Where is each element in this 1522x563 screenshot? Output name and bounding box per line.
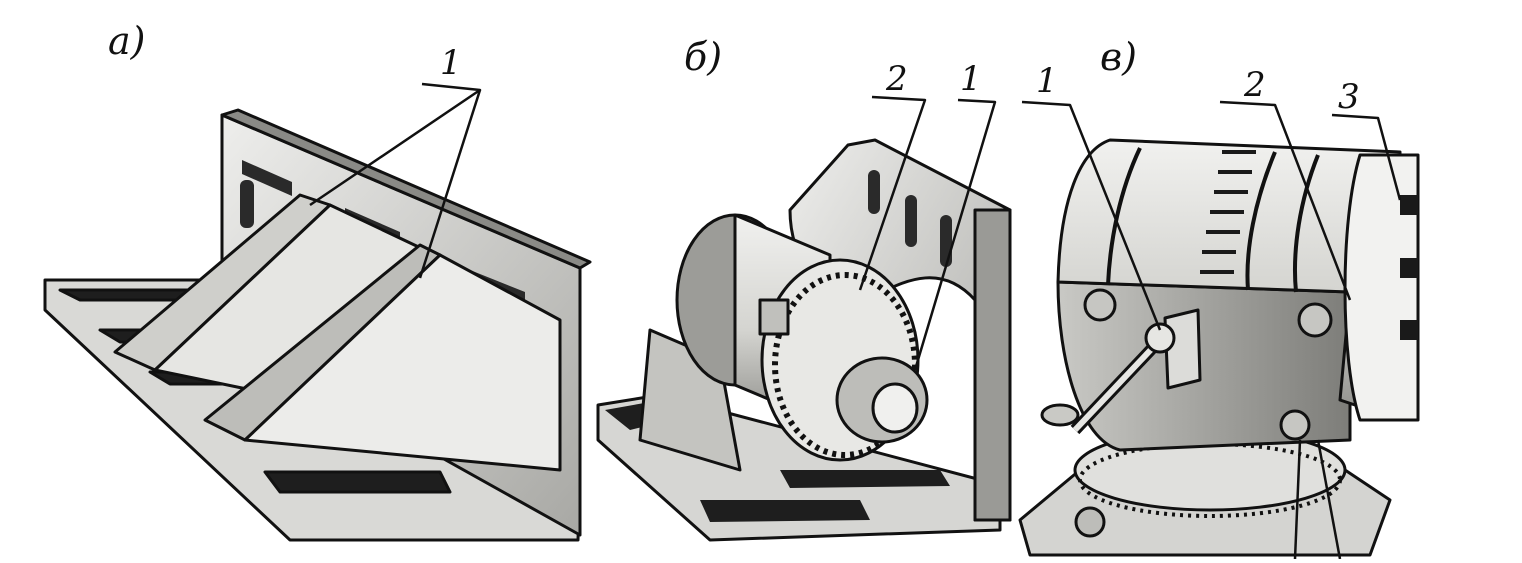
graduated-band [1200,150,1256,274]
face-slots [1400,195,1418,340]
callout-leaders-c [1021,100,1402,560]
spindle-face [1343,153,1420,422]
crank-arm-highlight [1072,337,1163,433]
panel-label-c: в) [1100,35,1137,79]
rotary-base-scale [1078,442,1342,518]
rotary-plate-b [596,95,1012,542]
vertical-plate-edge [220,108,592,270]
crank-plate [1163,308,1202,390]
drum-rings [1106,147,1320,293]
callout-c-1: 1 [1036,61,1058,101]
callout-b-2: 2 [886,59,908,99]
lower-bolt [1279,409,1311,441]
shaft-end [871,382,919,434]
dividing-head-c [1018,100,1420,560]
callout-c-3: 3 [1338,77,1360,117]
rib-front-face [243,253,562,472]
panel-label-b: б) [684,35,723,79]
body-bolt-right [1297,302,1333,338]
callout-c-2: 2 [1244,65,1266,105]
crank-knob [1040,403,1080,427]
body-bolt-left [1083,288,1117,322]
crank-hub [1144,322,1176,354]
angle-plate-a [43,82,592,542]
bracket-edge [973,208,1012,522]
base-bolt [1074,506,1106,538]
callout-a-1: 1 [440,43,462,83]
panel-label-a: а) [108,19,146,63]
lock-bolt [758,298,790,336]
callout-leaders-a [309,82,482,279]
head-body [1056,280,1352,452]
graduated-dial [772,272,918,458]
callout-leaders-b [858,95,997,371]
callout-b-1: 1 [960,59,982,99]
